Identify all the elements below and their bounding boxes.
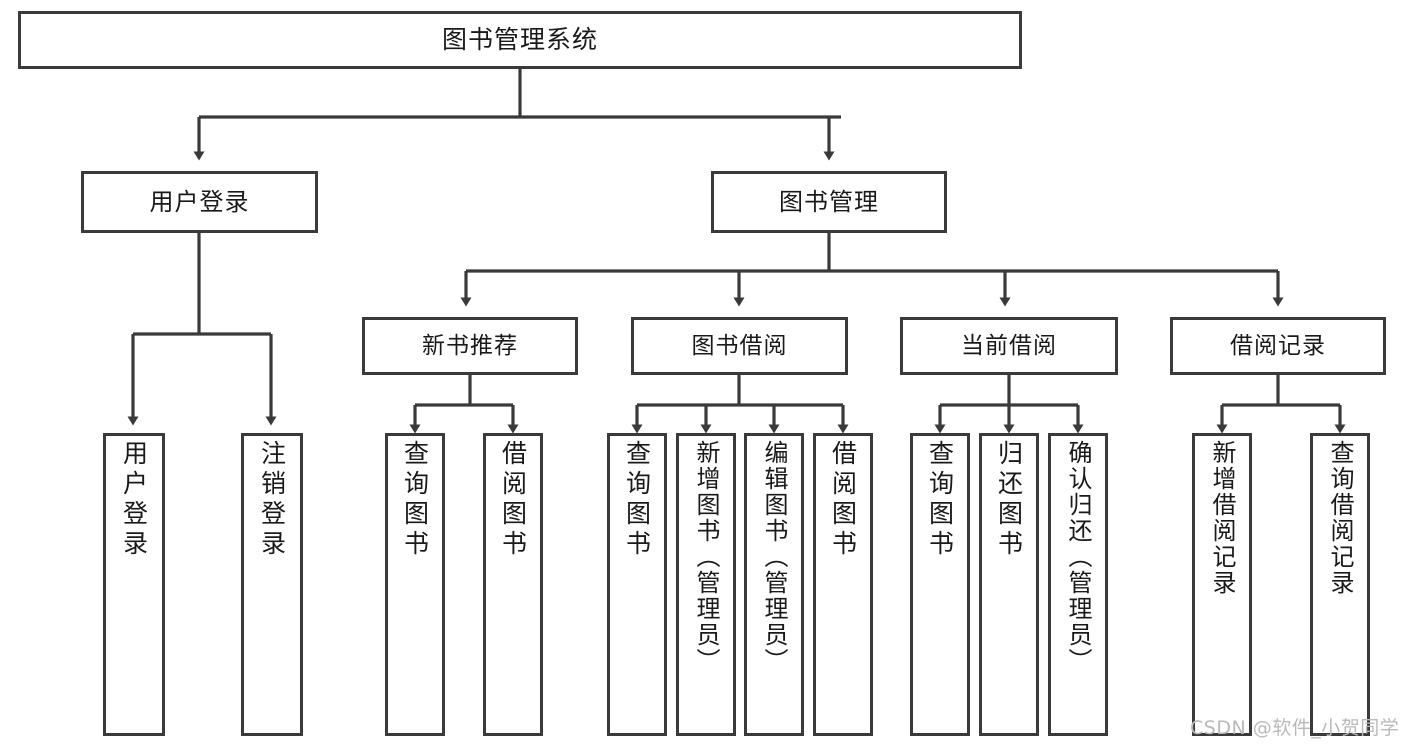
node-leaf-edit-book[interactable]: 编辑图书（管理员）: [744, 433, 804, 736]
node-leaf-add-book[interactable]: 新增图书（管理员）: [676, 433, 736, 736]
node-label: 图书管理: [779, 188, 879, 216]
node-user-login[interactable]: 用户登录: [81, 171, 318, 233]
node-leaf-query-book-1[interactable]: 查询图书: [385, 433, 445, 736]
node-leaf-query-book-3[interactable]: 查询图书: [910, 433, 970, 736]
node-leaf-return-book[interactable]: 归还图书: [979, 433, 1039, 736]
node-leaf-borrow-book-2[interactable]: 借阅图书: [813, 433, 873, 736]
node-label: 查询图书: [925, 440, 955, 560]
node-current-borrow[interactable]: 当前借阅: [900, 317, 1118, 375]
node-leaf-query-record[interactable]: 查询借阅记录: [1310, 433, 1370, 736]
node-label: 图书管理系统: [441, 25, 598, 55]
node-label: 用户登录: [149, 188, 250, 216]
csdn-watermark: CSDN @软件_小贺同学: [1190, 717, 1400, 739]
node-label: 新增借阅记录: [1208, 440, 1236, 596]
node-leaf-borrow-book-1[interactable]: 借阅图书: [483, 433, 543, 736]
node-label: 借阅记录: [1230, 332, 1326, 359]
node-borrow-record[interactable]: 借阅记录: [1170, 317, 1386, 375]
node-leaf-logout[interactable]: 注销登录: [241, 433, 303, 736]
node-book-borrow[interactable]: 图书借阅: [631, 317, 848, 375]
node-label: 当前借阅: [961, 332, 1057, 359]
node-leaf-add-record[interactable]: 新增借阅记录: [1192, 433, 1252, 736]
node-label: 归还图书: [994, 440, 1024, 560]
node-label: 新书推荐: [422, 332, 518, 359]
node-leaf-query-book-2[interactable]: 查询图书: [607, 433, 667, 736]
node-label: 借阅图书: [828, 440, 858, 560]
node-new-book-recommend[interactable]: 新书推荐: [362, 317, 578, 375]
node-leaf-login[interactable]: 用户登录: [103, 433, 165, 736]
node-root-book-management-system[interactable]: 图书管理系统: [18, 11, 1022, 69]
node-label: 借阅图书: [498, 440, 528, 560]
node-leaf-confirm-return[interactable]: 确认归还（管理员）: [1048, 433, 1108, 736]
node-label: 注销登录: [257, 440, 287, 560]
node-label: 查询图书: [400, 440, 430, 560]
node-label: 新增图书（管理员）: [692, 440, 720, 674]
node-label: 查询借阅记录: [1326, 440, 1354, 596]
node-label: 确认归还（管理员）: [1064, 440, 1092, 674]
node-label: 用户登录: [119, 440, 149, 560]
node-label: 查询图书: [622, 440, 652, 560]
node-book-management[interactable]: 图书管理: [711, 171, 947, 233]
node-label: 图书借阅: [691, 332, 788, 359]
node-label: 编辑图书（管理员）: [760, 440, 788, 674]
